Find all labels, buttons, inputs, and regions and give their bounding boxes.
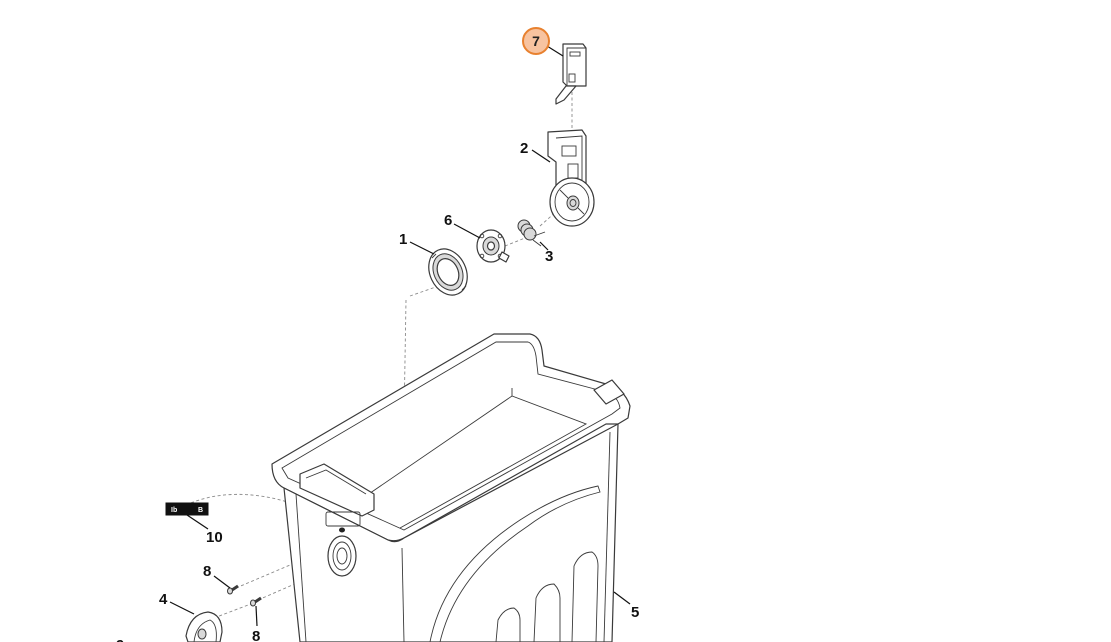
callout-partial-bottom-left: 9 xyxy=(116,637,124,642)
svg-text:5: 5 xyxy=(631,604,639,621)
svg-text:2: 2 xyxy=(520,140,528,157)
svg-text:9: 9 xyxy=(116,637,124,642)
callout-1[interactable]: 1 xyxy=(399,231,435,255)
part-8-screw-b[interactable] xyxy=(250,596,262,607)
svg-text:6: 6 xyxy=(444,212,452,229)
label-left-text: Ib xyxy=(171,507,177,514)
svg-text:7: 7 xyxy=(532,33,540,49)
guide-4-to-8b xyxy=(213,601,257,619)
part-7-latch[interactable] xyxy=(555,43,587,105)
guide-6-to-3 xyxy=(504,237,526,247)
callout-8b[interactable]: 8 xyxy=(252,605,260,642)
callout-5[interactable]: 5 xyxy=(613,591,639,621)
guide-1-to-bin xyxy=(401,299,407,521)
callout-7[interactable]: 7 xyxy=(522,27,564,57)
callout-8a[interactable]: 8 xyxy=(203,563,231,589)
part-2-bracket[interactable] xyxy=(547,129,595,227)
part-1-ring[interactable] xyxy=(422,243,475,302)
part-4-cap[interactable] xyxy=(185,611,223,642)
svg-text:4: 4 xyxy=(159,591,168,608)
callout-6[interactable]: 6 xyxy=(444,212,481,239)
part-3-spring[interactable] xyxy=(517,219,546,247)
part-5-bin[interactable] xyxy=(271,333,631,642)
guide-3-to-2 xyxy=(539,209,559,227)
svg-text:8: 8 xyxy=(203,563,211,580)
svg-text:1: 1 xyxy=(399,231,407,248)
callout-4[interactable]: 4 xyxy=(159,591,195,615)
svg-text:3: 3 xyxy=(545,248,553,265)
callout-3[interactable]: 3 xyxy=(539,241,553,265)
svg-text:8: 8 xyxy=(252,628,260,642)
callout-2[interactable]: 2 xyxy=(520,140,551,163)
svg-text:10: 10 xyxy=(206,529,223,546)
part-6-ratchet[interactable] xyxy=(476,229,510,263)
part-10-label[interactable]: Ib B xyxy=(165,502,209,516)
label-right-text: B xyxy=(198,507,203,514)
callout-10[interactable]: 10 xyxy=(186,514,223,546)
